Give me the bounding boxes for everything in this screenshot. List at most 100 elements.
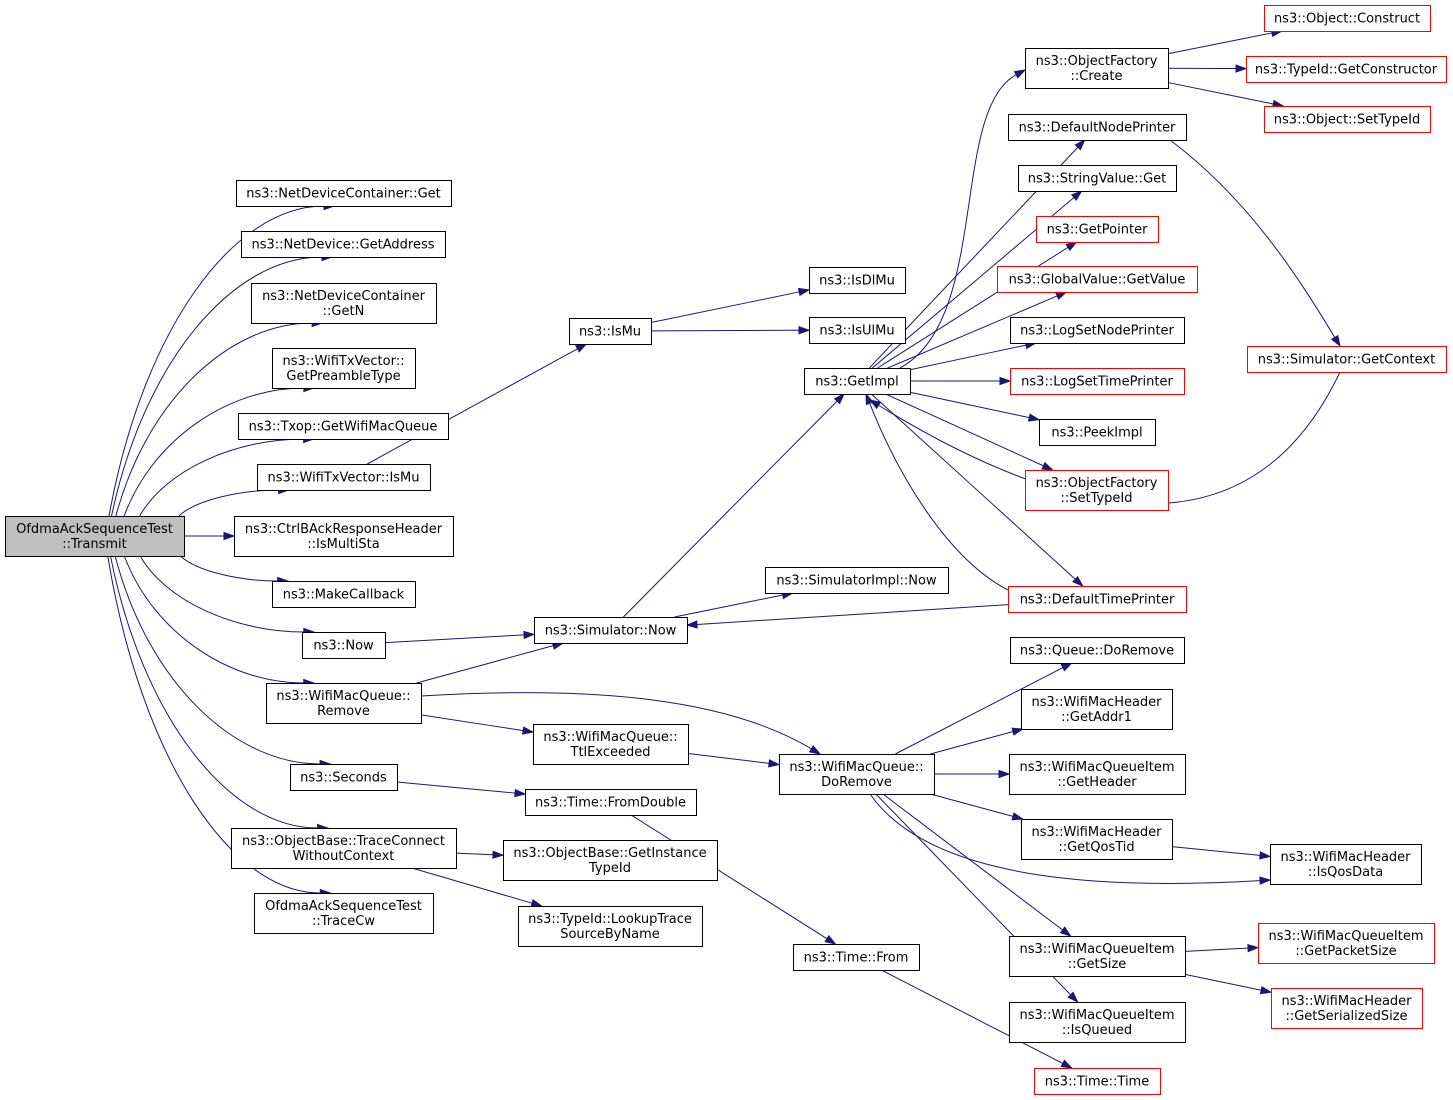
node-label: ns3::IsMu bbox=[579, 325, 641, 340]
node-simimpl_now[interactable]: ns3::SimulatorImpl::Now bbox=[765, 567, 949, 594]
node-label: ns3::WifiMacQueue:: bbox=[789, 760, 923, 775]
node-trace_cw[interactable]: OfdmaAckSequenceTest::TraceCw bbox=[254, 893, 434, 934]
node-box bbox=[251, 283, 437, 324]
edge-wmq_doremove-to-queue_doremove-arrowhead bbox=[1060, 662, 1074, 672]
node-ndc_get[interactable]: ns3::NetDeviceContainer::Get bbox=[236, 180, 452, 207]
node-box bbox=[779, 754, 935, 795]
node-trace_connect[interactable]: ns3::ObjectBase::TraceConnectWithoutCont… bbox=[231, 828, 457, 869]
node-time_from[interactable]: ns3::Time::From bbox=[793, 944, 920, 971]
node-box bbox=[1264, 5, 1431, 32]
node-obj_settypeid[interactable]: ns3::Object::SetTypeId bbox=[1264, 106, 1431, 133]
edge-getimpl-to-default_time_printer-arrowhead bbox=[1072, 575, 1084, 588]
edge-default_node_printer-to-sim_getcontext-arrowhead bbox=[1330, 334, 1341, 348]
edge-seconds-to-time_fromdouble-arrowhead bbox=[514, 788, 527, 798]
node-label: ::IsMultiSta bbox=[307, 537, 379, 552]
node-peekimpl[interactable]: ns3::PeekImpl bbox=[1039, 419, 1156, 446]
node-seconds[interactable]: ns3::Seconds bbox=[290, 764, 398, 791]
edge-ismu-to-isdlmu bbox=[650, 291, 800, 324]
edge-wmqi_getsize-to-wmh_getserializedsize bbox=[1184, 973, 1262, 991]
node-box bbox=[1036, 216, 1159, 243]
node-label: ns3::WifiMacQueueItem bbox=[1268, 929, 1423, 944]
node-wmqi_getpacketsize[interactable]: ns3::WifiMacQueueItem::GetPacketSize bbox=[1258, 923, 1435, 964]
node-wmq_remove[interactable]: ns3::WifiMacQueue::Remove bbox=[266, 683, 422, 724]
edge-wmq_doremove-to-wmqi_getheader-arrowhead bbox=[998, 769, 1011, 779]
edge-wmq_doremove-to-wmh_isqosdata-arrowhead bbox=[1259, 876, 1272, 885]
node-queue_doremove[interactable]: ns3::Queue::DoRemove bbox=[1010, 637, 1185, 664]
node-label: ::GetPacketSize bbox=[1295, 944, 1396, 959]
node-wmqi_getsize[interactable]: ns3::WifiMacQueueItem::GetSize bbox=[1009, 936, 1186, 977]
node-label: TtlExceeded bbox=[570, 745, 651, 760]
edge-getimpl-to-logsetnodeprinter bbox=[909, 344, 1027, 371]
node-wmh_getqostid[interactable]: ns3::WifiMacHeader::GetQosTid bbox=[1021, 819, 1173, 860]
node-ndc_getn[interactable]: ns3::NetDeviceContainer::GetN bbox=[251, 283, 437, 324]
node-of_create[interactable]: ns3::ObjectFactory::Create bbox=[1025, 48, 1169, 89]
node-root[interactable]: OfdmaAckSequenceTest::Transmit bbox=[5, 516, 185, 557]
edge-root-to-ndc_get bbox=[108, 205, 325, 517]
node-default_time_printer[interactable]: ns3::DefaultTimePrinter bbox=[1008, 586, 1187, 613]
node-time_fromdouble[interactable]: ns3::Time::FromDouble bbox=[525, 789, 697, 816]
node-sim_getcontext[interactable]: ns3::Simulator::GetContext bbox=[1247, 346, 1447, 373]
node-getpointer[interactable]: ns3::GetPointer bbox=[1036, 216, 1159, 243]
node-label: ::GetSerializedSize bbox=[1285, 1009, 1407, 1024]
node-label: ns3::SimulatorImpl::Now bbox=[776, 574, 937, 589]
node-label: ns3::NetDeviceContainer::Get bbox=[246, 187, 441, 202]
edge-default_time_printer-to-sim_now-arrowhead bbox=[685, 620, 698, 629]
node-label: ns3::NetDeviceContainer bbox=[262, 289, 426, 304]
node-isdlmu[interactable]: ns3::IsDlMu bbox=[809, 267, 906, 294]
node-isulmu[interactable]: ns3::IsUlMu bbox=[809, 317, 906, 344]
node-gv_getvalue[interactable]: ns3::GlobalValue::GetValue bbox=[997, 266, 1198, 293]
node-wmq_ttl[interactable]: ns3::WifiMacQueue::TtlExceeded bbox=[533, 724, 689, 765]
edge-getimpl-to-logsettimeprinter-arrowhead bbox=[999, 376, 1012, 386]
node-wmqi_isqueued[interactable]: ns3::WifiMacQueueItem::IsQueued bbox=[1009, 1002, 1186, 1043]
node-wmh_isqosdata[interactable]: ns3::WifiMacHeader::IsQosData bbox=[1270, 844, 1422, 885]
node-label: ::TraceCw bbox=[312, 914, 375, 929]
node-box bbox=[254, 893, 434, 934]
node-wmqi_getheader[interactable]: ns3::WifiMacQueueItem::GetHeader bbox=[1009, 754, 1186, 795]
node-label: ns3::Object::Construct bbox=[1274, 12, 1420, 27]
node-of_settypeid[interactable]: ns3::ObjectFactory::SetTypeId bbox=[1025, 470, 1169, 511]
node-make_callback[interactable]: ns3::MakeCallback bbox=[272, 581, 416, 608]
node-ctrl_multista[interactable]: ns3::CtrlBAckResponseHeader::IsMultiSta bbox=[234, 516, 454, 557]
edge-of_create-to-obj_settypeid bbox=[1167, 82, 1274, 105]
node-label: ns3::Seconds bbox=[300, 771, 387, 786]
edge-trace_connect-to-ob_getinst bbox=[455, 852, 494, 856]
node-label: ns3::WifiMacHeader bbox=[1031, 825, 1162, 840]
node-box bbox=[809, 317, 906, 344]
node-wmh_getserializedsize[interactable]: ns3::WifiMacHeader::GetSerializedSize bbox=[1271, 988, 1423, 1029]
node-label: ns3::WifiMacHeader bbox=[1031, 695, 1162, 710]
node-box bbox=[257, 464, 431, 491]
node-nd_getaddr[interactable]: ns3::NetDevice::GetAddress bbox=[241, 231, 446, 258]
node-obj_construct[interactable]: ns3::Object::Construct bbox=[1264, 5, 1431, 32]
node-default_node_printer[interactable]: ns3::DefaultNodePrinter bbox=[1008, 114, 1187, 141]
edge-wmq_remove-to-wmq_doremove-arrowhead bbox=[808, 744, 822, 755]
node-now[interactable]: ns3::Now bbox=[302, 632, 386, 659]
call-graph-nodes: OfdmaAckSequenceTest::Transmit ns3::NetDe… bbox=[5, 5, 1447, 1095]
node-sim_now[interactable]: ns3::Simulator::Now bbox=[534, 617, 688, 644]
edge-root-to-wmq_remove bbox=[123, 555, 304, 684]
node-time_time[interactable]: ns3::Time::Time bbox=[1034, 1068, 1161, 1095]
node-box bbox=[1247, 346, 1447, 373]
node-logsettimeprinter[interactable]: ns3::LogSetTimePrinter bbox=[1010, 368, 1185, 395]
edge-wmqi_getsize-to-wmh_getserializedsize-arrowhead bbox=[1259, 986, 1273, 995]
edge-root-to-seconds bbox=[114, 555, 321, 765]
node-wtv_preamble[interactable]: ns3::WifiTxVector::GetPreambleType bbox=[272, 348, 416, 389]
edge-of_create-to-tid_getconstructor-arrowhead bbox=[1235, 64, 1248, 73]
node-wtv_ismu[interactable]: ns3::WifiTxVector::IsMu bbox=[257, 464, 431, 491]
edge-trace_connect-to-ob_getinst-arrowhead bbox=[492, 850, 505, 859]
node-txop_queue[interactable]: ns3::Txop::GetWifiMacQueue bbox=[238, 413, 449, 440]
node-label: ns3::Time::FromDouble bbox=[535, 796, 686, 811]
node-box bbox=[1008, 114, 1187, 141]
node-wmq_doremove[interactable]: ns3::WifiMacQueue::DoRemove bbox=[779, 754, 935, 795]
node-wmh_getaddr1[interactable]: ns3::WifiMacHeader::GetAddr1 bbox=[1021, 689, 1173, 730]
node-getimpl[interactable]: ns3::GetImpl bbox=[804, 368, 911, 395]
node-label: ns3::IsDlMu bbox=[819, 274, 895, 289]
node-box bbox=[1271, 988, 1423, 1029]
node-stringvalue_get[interactable]: ns3::StringValue::Get bbox=[1018, 165, 1177, 192]
node-tid_getconstructor[interactable]: ns3::TypeId::GetConstructor bbox=[1246, 56, 1447, 83]
node-ismu[interactable]: ns3::IsMu bbox=[569, 318, 652, 345]
node-logsetnodeprinter[interactable]: ns3::LogSetNodePrinter bbox=[1010, 317, 1185, 344]
node-box bbox=[231, 828, 457, 869]
